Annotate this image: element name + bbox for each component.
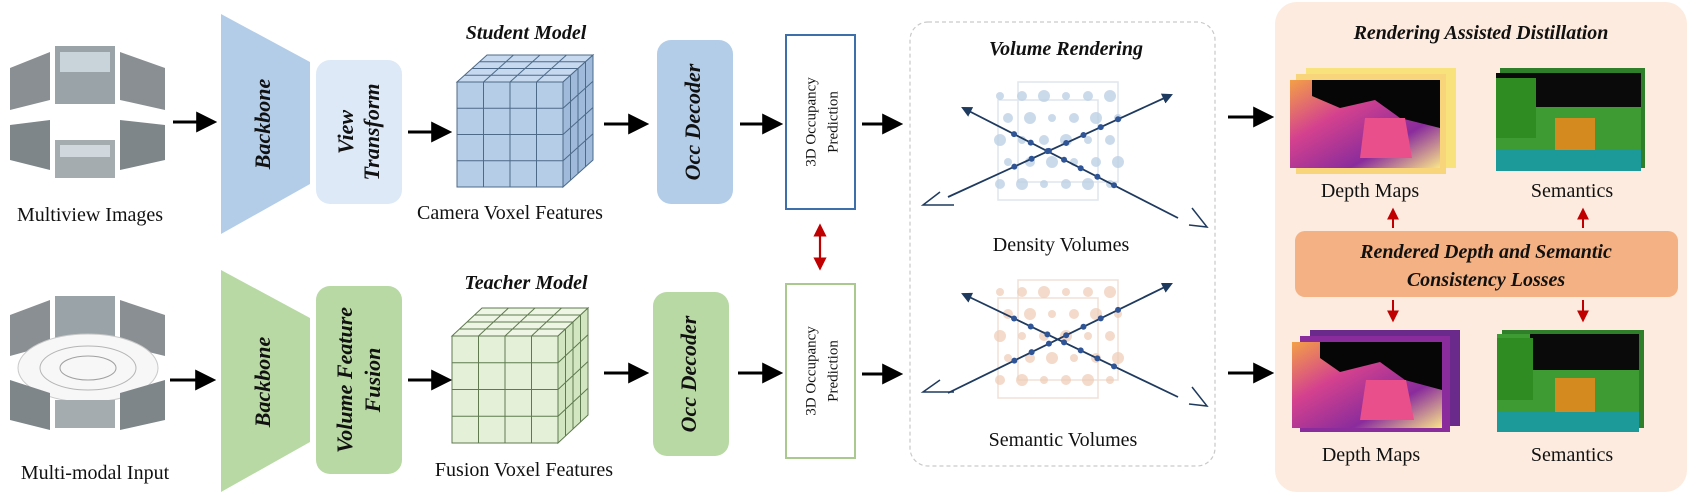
semantics-bottom [1497, 330, 1644, 432]
student-occupancy-prediction [785, 34, 856, 210]
teacher-occ-decoder-label: Occ Decoder [676, 315, 701, 432]
multi-modal-input-label: Multi-modal Input [21, 462, 170, 484]
student-pred-line2: Prediction [825, 91, 841, 153]
semantic-volumes-label: Semantic Volumes [989, 429, 1138, 451]
student-backbone-label: Backbone [250, 79, 275, 171]
fusion-line1: Volume Feature [332, 307, 357, 453]
teacher-model-title: Teacher Model [464, 272, 588, 294]
camera-icon [920, 191, 954, 206]
camera-voxel-cube [455, 53, 595, 189]
student-model-title: Student Model [466, 22, 587, 44]
fusion-voxel-features-label: Fusion Voxel Features [435, 459, 613, 481]
loss-line1: Rendered Depth and Semantic [1359, 241, 1612, 263]
volume-feature-fusion-block [316, 286, 402, 474]
consistency-losses-box [1295, 231, 1678, 297]
teacher-pred-line2: Prediction [825, 340, 841, 402]
teacher-occ-decoder [653, 292, 729, 456]
camera-icon [1188, 386, 1209, 407]
teacher-occupancy-prediction [785, 283, 856, 459]
semantics-top-label: Semantics [1531, 180, 1613, 202]
depth-maps-top-label: Depth Maps [1321, 180, 1420, 202]
depth-maps-bottom-label: Depth Maps [1322, 444, 1421, 466]
multiview-images [10, 46, 165, 178]
fusion-line2: Fusion [360, 348, 385, 414]
fusion-voxel-cube [450, 306, 590, 445]
view-transform-block [316, 60, 402, 204]
view-transform-line2: Transform [359, 84, 384, 181]
camera-icon [920, 379, 954, 393]
student-backbone [221, 14, 310, 234]
distillation-title: Rendering Assisted Distillation [1353, 22, 1609, 44]
semantics-top [1496, 68, 1645, 171]
volume-rendering-title: Volume Rendering [989, 38, 1143, 60]
density-volumes-label: Density Volumes [993, 234, 1130, 256]
volume-rendering-panel [909, 21, 1216, 467]
semantic-volume [947, 279, 1179, 399]
multi-modal-input [10, 296, 165, 430]
camera-voxel-features-label: Camera Voxel Features [417, 202, 603, 224]
view-transform-line1: View [333, 110, 358, 154]
camera-icon [1188, 207, 1209, 228]
student-occ-decoder-label: Occ Decoder [680, 63, 705, 180]
teacher-backbone [221, 270, 310, 492]
student-occ-decoder [657, 40, 733, 204]
density-volume [947, 81, 1179, 219]
semantics-bottom-label: Semantics [1531, 444, 1613, 466]
teacher-pred-line1: 3D Occupancy [803, 326, 819, 416]
loss-line2: Consistency Losses [1407, 269, 1566, 291]
depth-map-bottom [1292, 330, 1460, 432]
depth-map-top [1290, 68, 1456, 174]
teacher-backbone-label: Backbone [250, 337, 275, 429]
student-pred-line1: 3D Occupancy [803, 77, 819, 167]
multiview-images-label: Multiview Images [17, 204, 163, 226]
